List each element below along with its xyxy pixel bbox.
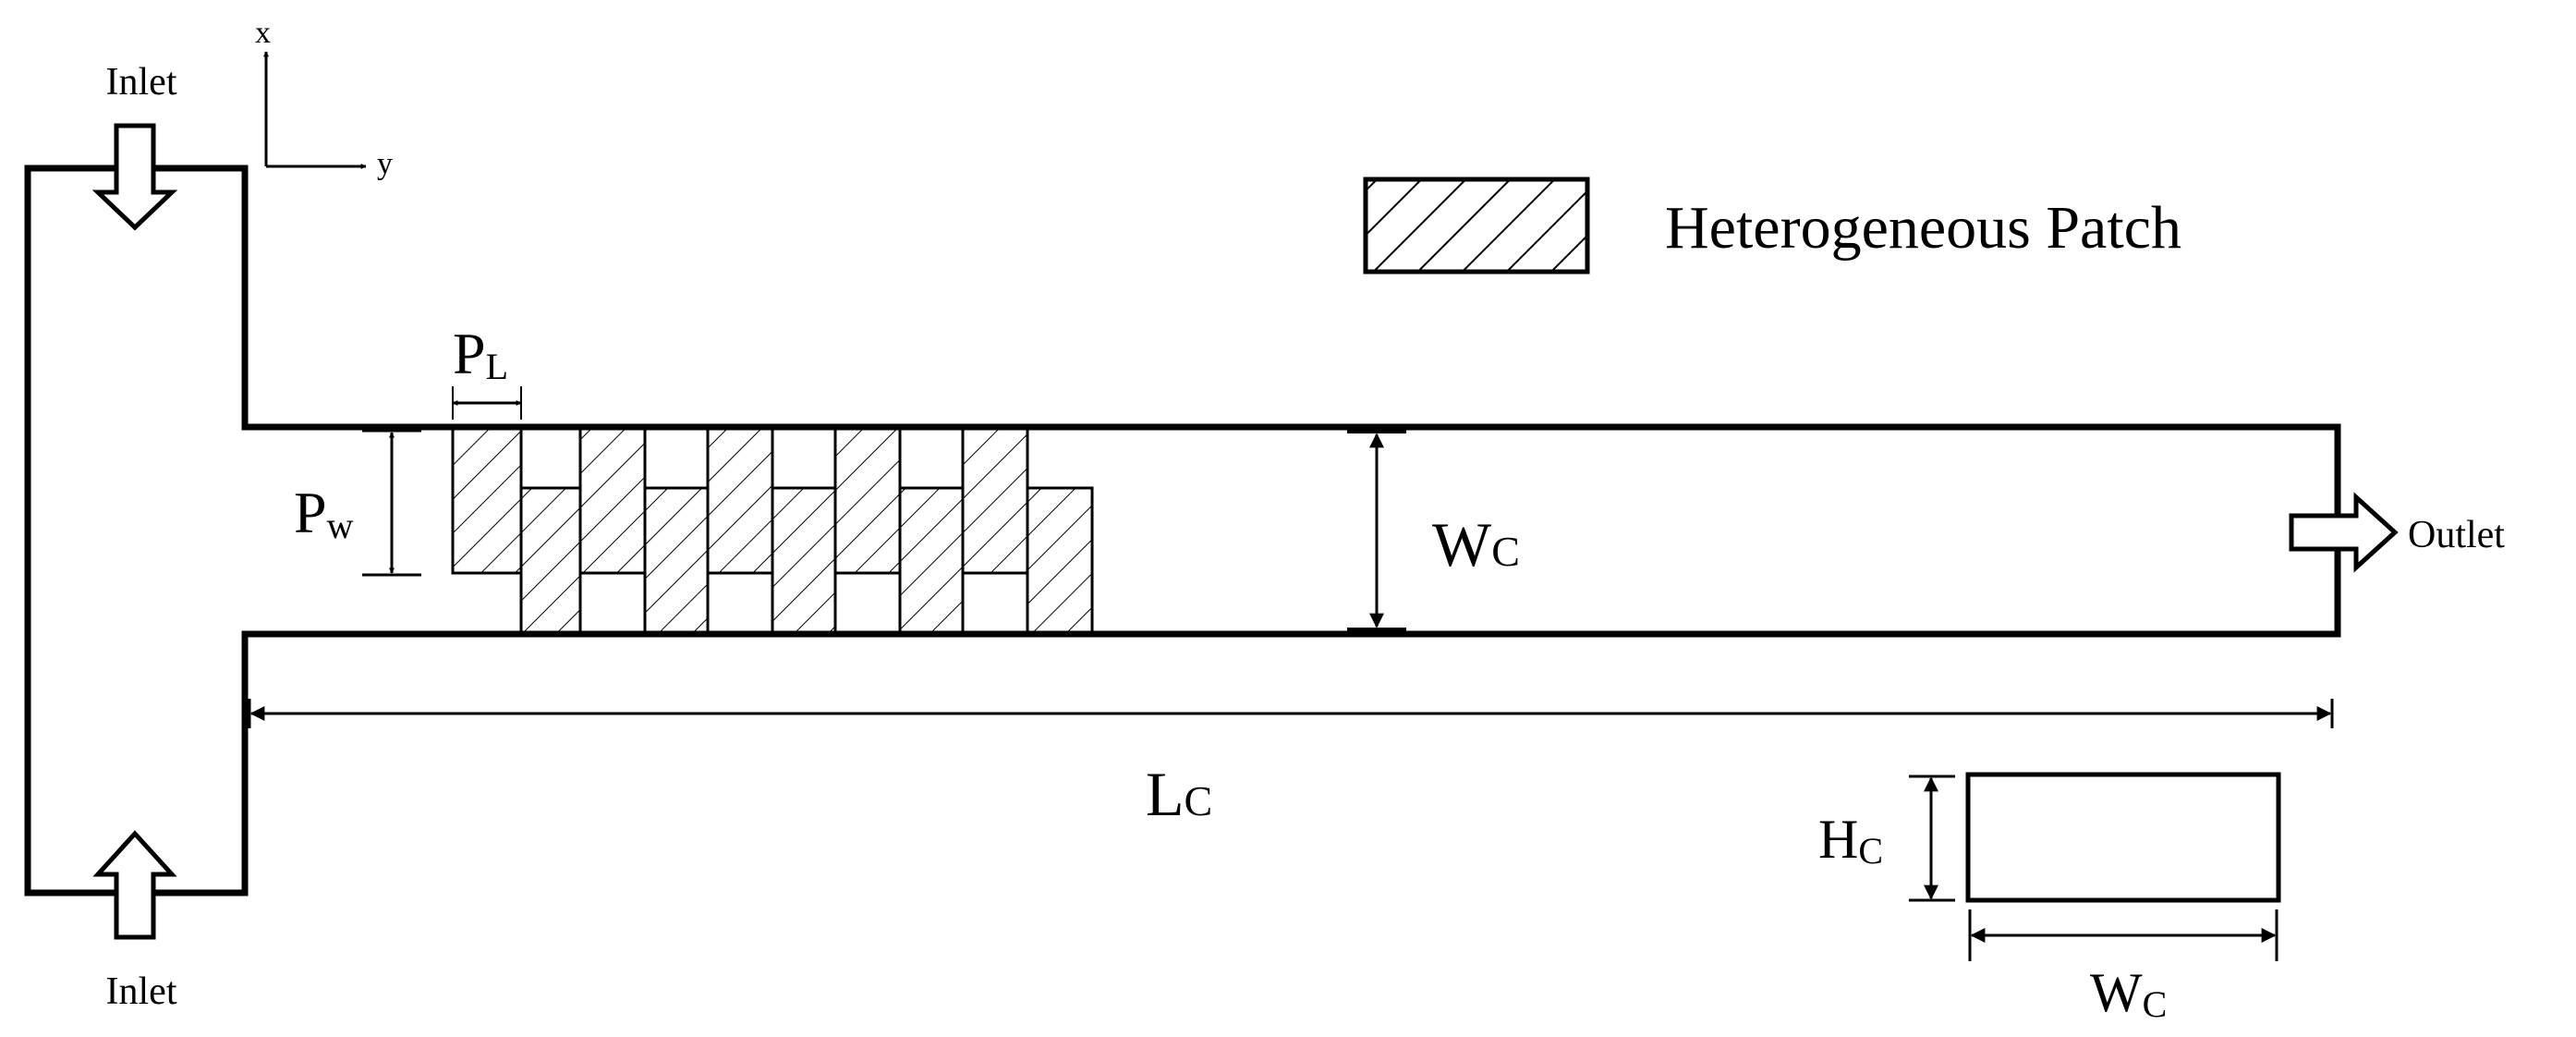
- wc2-label: WC: [2090, 962, 2167, 1025]
- patch-row-top: [451, 425, 1029, 575]
- axis-y-label: y: [377, 147, 393, 181]
- patch: [1026, 486, 1094, 636]
- pl-label: PL: [453, 321, 508, 387]
- patch: [706, 425, 774, 575]
- inlet-bottom-label: Inlet: [106, 970, 177, 1013]
- patch: [643, 486, 710, 636]
- inlet-top-label: Inlet: [106, 61, 177, 104]
- patch: [771, 486, 837, 636]
- pw-main: P: [294, 480, 327, 545]
- pw-sub: w: [327, 505, 354, 546]
- patch-row-bottom: [519, 486, 1094, 636]
- inlet-bottom-arrow: [92, 830, 177, 940]
- patch: [519, 486, 582, 636]
- cross-section: [1965, 772, 2281, 903]
- hc-sub: C: [1858, 830, 1883, 872]
- legend-swatch: [1363, 177, 1590, 274]
- wc-label: WC: [1432, 509, 1520, 580]
- wc-main: W: [1432, 509, 1492, 580]
- hc-main: H: [1818, 809, 1858, 870]
- axis-indicator: [263, 51, 367, 169]
- patch: [451, 425, 523, 575]
- axis-x-label: x: [255, 16, 271, 50]
- pl-main: P: [453, 321, 486, 386]
- inlet-top-arrow: [91, 123, 178, 231]
- channel-outline: [24, 165, 2341, 897]
- wc2-main: W: [2090, 962, 2143, 1023]
- pw-label: Pw: [294, 480, 354, 546]
- patch: [578, 425, 647, 575]
- legend-label: Heterogeneous Patch: [1665, 194, 2181, 262]
- patch: [898, 486, 965, 636]
- wc-sub: C: [1491, 528, 1520, 575]
- outlet-arrow: [2289, 492, 2399, 573]
- pl-sub: L: [486, 346, 508, 387]
- hc-label: HC: [1818, 809, 1883, 872]
- lc-main: L: [1146, 759, 1185, 829]
- patch: [833, 425, 902, 575]
- lc-sub: C: [1185, 777, 1213, 824]
- outlet-label: Outlet: [2408, 514, 2505, 556]
- wc2-sub: C: [2143, 983, 2168, 1025]
- lc-label: LC: [1146, 759, 1212, 829]
- patch: [961, 425, 1029, 575]
